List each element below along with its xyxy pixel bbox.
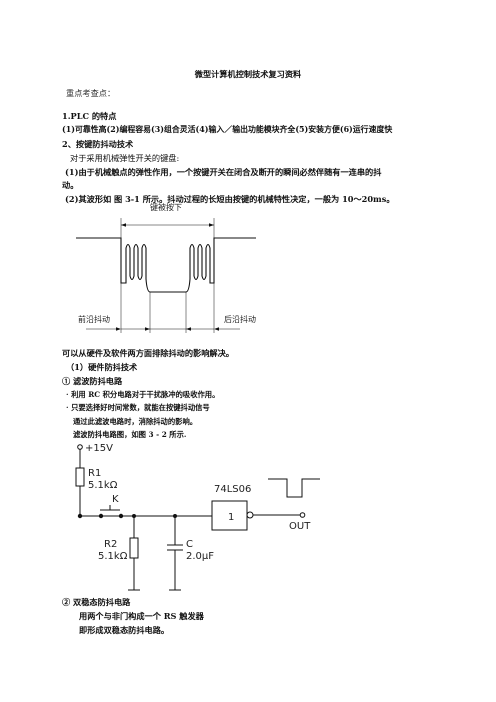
out-terminal: [299, 512, 306, 518]
para-solution: 可以从硬件及软件两方面排除抖动的影响解决。: [62, 348, 234, 358]
inverter-bubble: [246, 511, 254, 519]
label-key-pressed: 键被按下: [150, 202, 182, 212]
label-switch: K: [112, 494, 119, 505]
plc-features: (1)可靠性高(2)编程容易(3)组合灵活(4)输入／输出功能模块齐全(5)安装…: [62, 125, 393, 134]
page-title: 微型计算机控制技术复习资料: [194, 69, 302, 79]
label-gate: 1: [228, 512, 234, 523]
para-1-cont: 动。: [62, 180, 79, 190]
bullet-tc: · 只要选择好时间常数，就能在按键抖动信号: [66, 403, 210, 412]
circuit-wires: [75, 444, 320, 590]
label-r2: R2: [104, 539, 117, 550]
label-c: C: [186, 539, 193, 550]
heading-plc: 1.PLC 的特点: [62, 111, 117, 121]
heading-debounce: 2、按键防抖动技术: [62, 139, 134, 149]
vcc-terminal: [77, 444, 83, 450]
para-2: (2)其波形如 图 3-1 所示。抖动过程的长短由按键的机械特性决定，一般为 1…: [65, 194, 395, 204]
waveform-arrows: [116, 223, 219, 331]
label-c-value: 2.0μF: [186, 551, 214, 562]
label-back-bounce: 后沿抖动: [224, 314, 256, 324]
waveform-markers: [120, 218, 215, 333]
heading-hw: （1）硬件防抖技术: [66, 362, 138, 372]
label-chip: 74LS06: [214, 484, 251, 495]
waveform-signal: [76, 237, 256, 293]
bullet-tc-cont: 通过此滤波电路时，消除抖动的影响。: [73, 417, 198, 426]
output-pulse: [268, 478, 320, 498]
r1-resistor: [75, 467, 85, 487]
para-intro: 对于采用机械弹性开关的键盘:: [70, 153, 180, 163]
para-rs-cont: 即形成双稳态防抖电路。: [79, 625, 170, 635]
label-out: OUT: [289, 521, 311, 532]
para-fig32: 滤波防抖电路图，如图 3 - 2 所示.: [73, 430, 187, 439]
label-front-bounce: 前沿抖动: [78, 314, 110, 324]
label-r2-value: 5.1kΩ: [98, 551, 128, 562]
para-rs: 用两个与非门构成一个 RS 触发器: [79, 611, 204, 621]
label-r1: R1: [88, 468, 101, 479]
section-heading: 重点考查点：: [66, 88, 116, 98]
heading-bistable: ② 双稳态防抖电路: [62, 597, 131, 607]
r2-resistor: [129, 537, 139, 559]
heading-filter: ① 滤波防抖电路: [62, 376, 123, 386]
bullet-rc: · 利用 RC 积分电路对于干扰脉冲的吸收作用。: [66, 390, 220, 399]
label-vcc: +15V: [85, 443, 113, 454]
para-1: (1)由于机械触点的弹性作用，一个按键开关在闭合及断开的瞬间必然伴随有一连串的抖: [65, 167, 382, 177]
label-r1-value: 5.1kΩ: [88, 480, 118, 491]
